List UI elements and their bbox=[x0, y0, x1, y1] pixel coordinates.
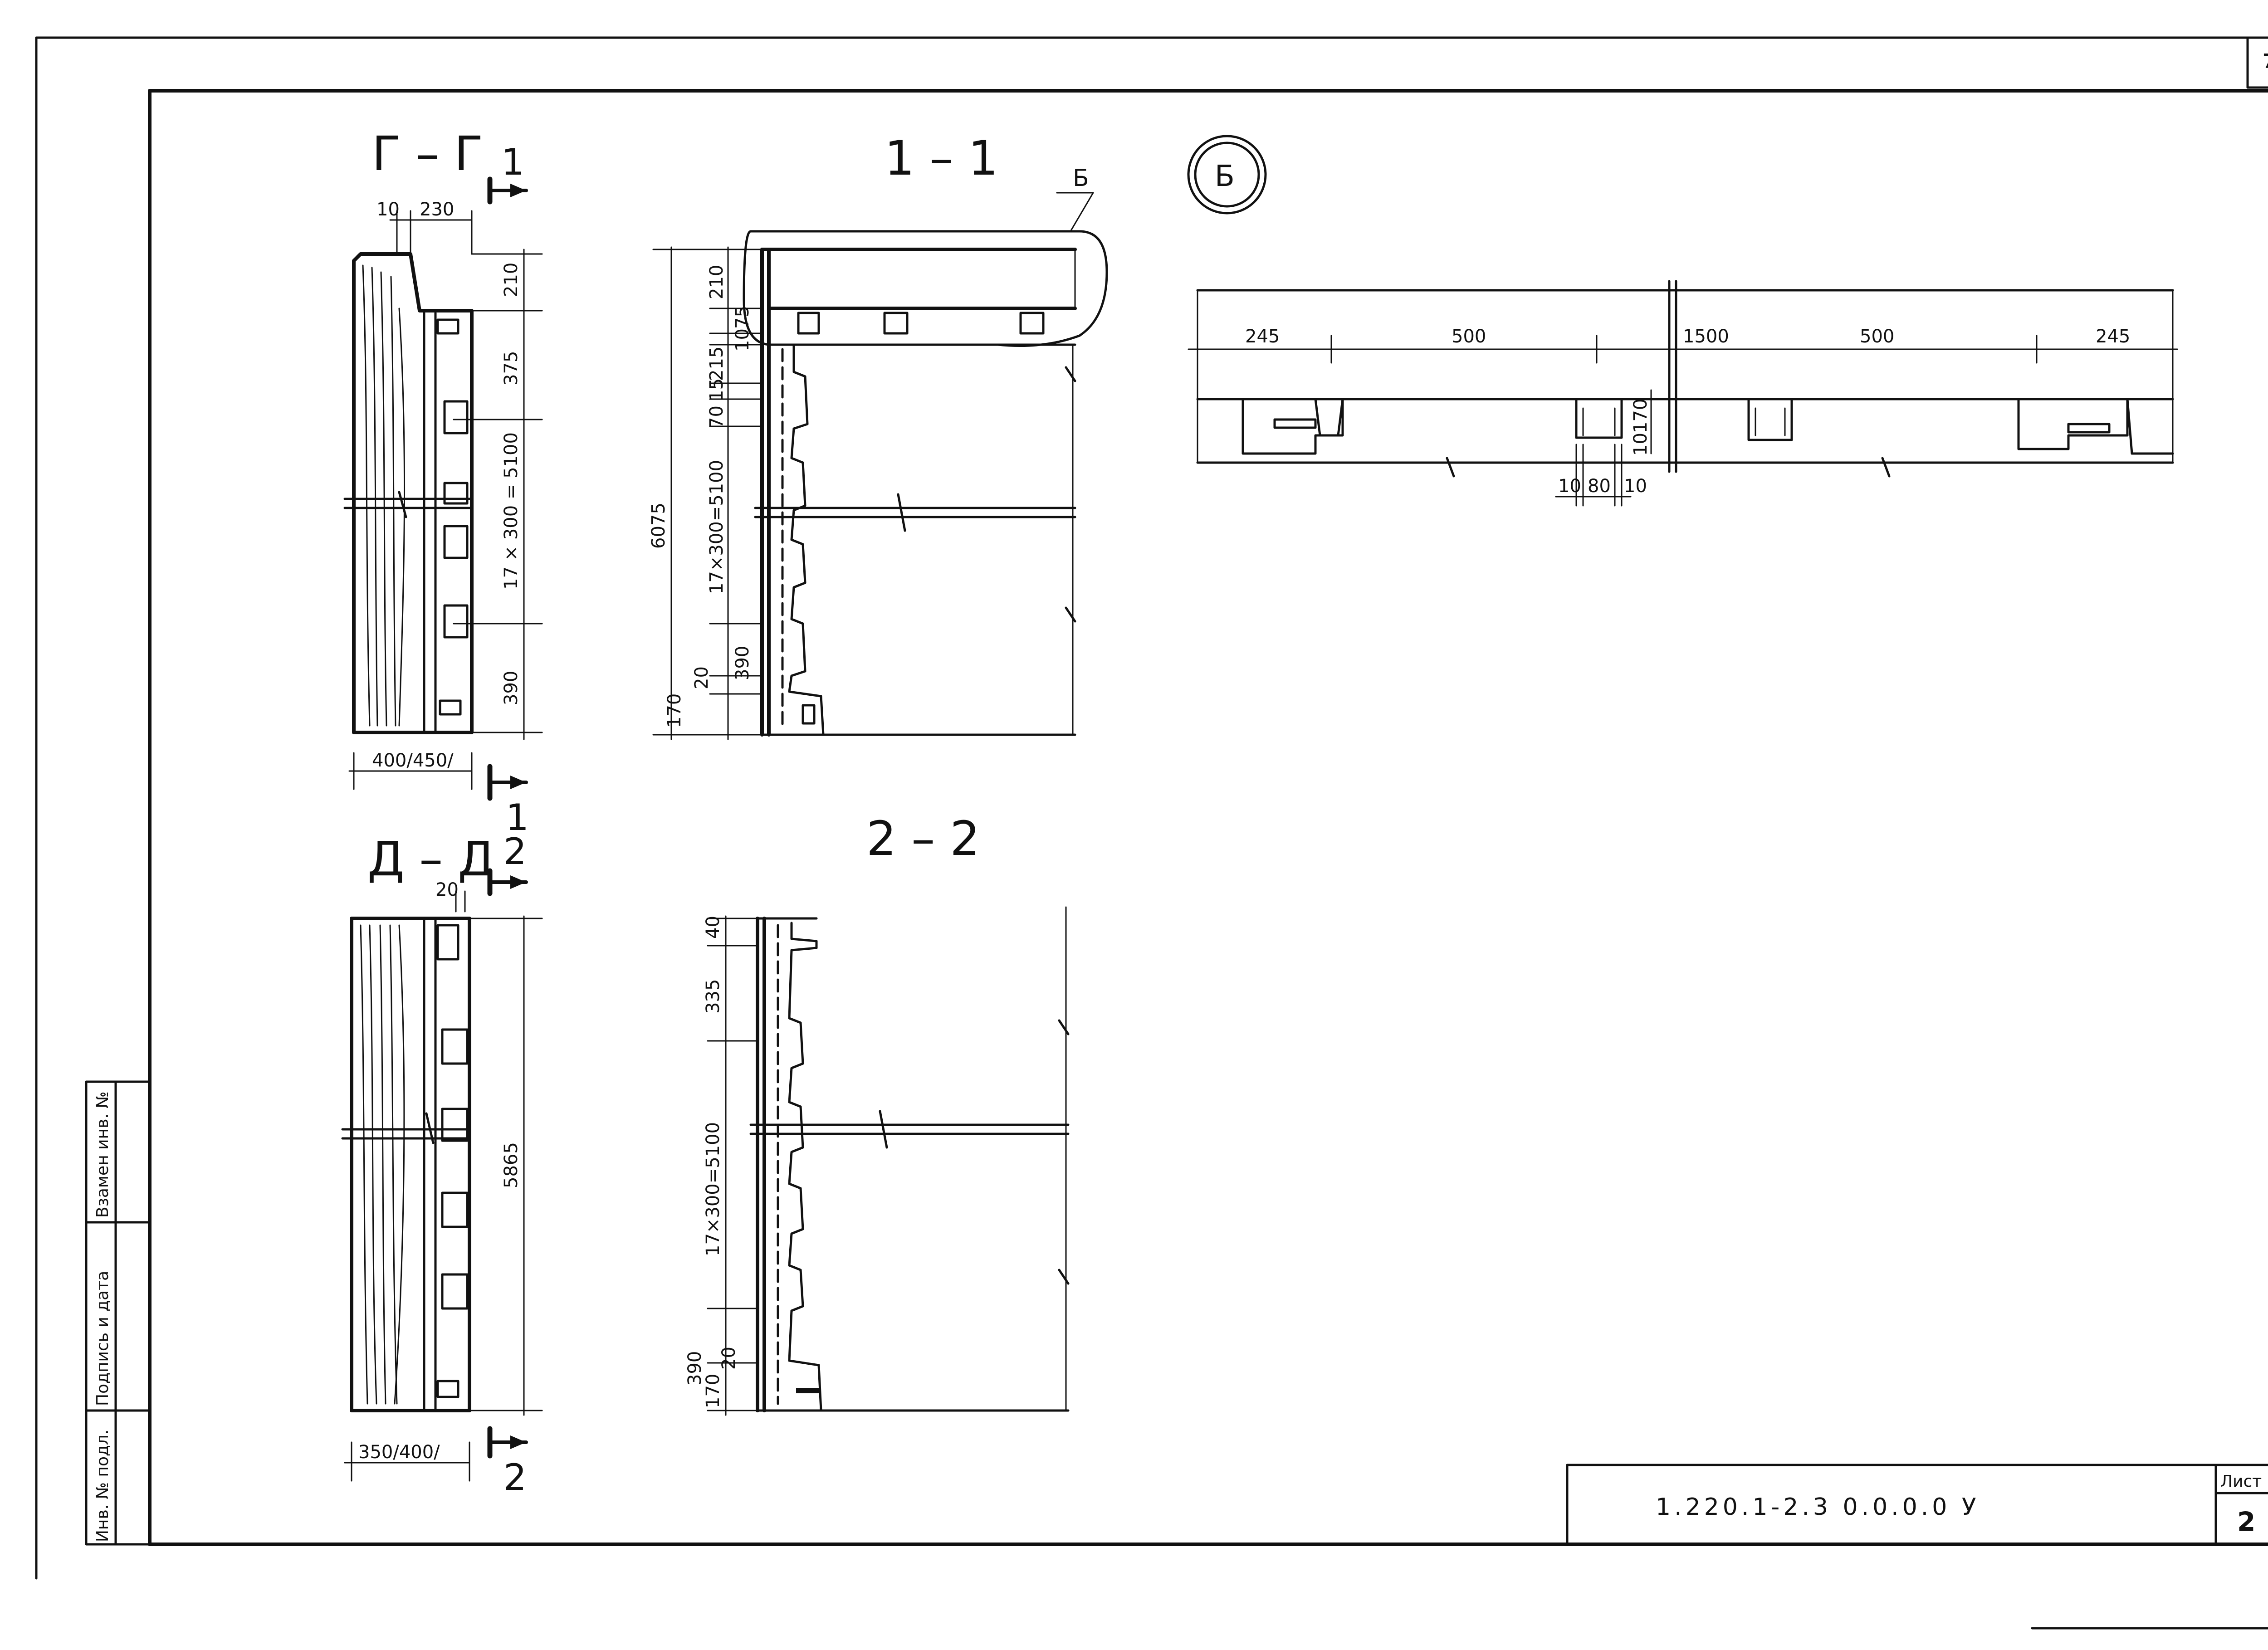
g-g-dim-mid: 17 × 300 = 5100 bbox=[501, 432, 522, 590]
s1-dim-mid: 17×300=5100 bbox=[706, 460, 727, 594]
d-d-dim-20: 20 bbox=[435, 879, 459, 900]
detail-b-dim-s80: 80 bbox=[1588, 476, 1611, 497]
detail-b-dim-v10: 10 bbox=[1630, 433, 1651, 456]
s2-dim-20: 20 bbox=[719, 1347, 739, 1370]
sheet-frame bbox=[35, 36, 2268, 1630]
detail-b-dim-245a: 245 bbox=[1245, 326, 1280, 347]
g-g-dim-375: 375 bbox=[501, 351, 522, 386]
stamp-vzamen-inv: Взамен инв. № bbox=[93, 1091, 112, 1218]
g-g-dim-390: 390 bbox=[501, 671, 522, 705]
drawing-code: 1.220.1-2.3 0.0.0.0 У bbox=[1656, 1494, 1980, 1521]
s1-dim-70: 70 bbox=[706, 405, 727, 429]
s2-dim-40: 40 bbox=[703, 916, 723, 939]
detail-b-dim-v170: 170 bbox=[1630, 399, 1651, 433]
g-g-cut-mark-bottom: 1 bbox=[506, 796, 529, 839]
g-g-dim-10: 10 bbox=[376, 199, 400, 220]
s1-dim-total: 6075 bbox=[648, 503, 669, 549]
detail-b-dim-500a: 500 bbox=[1452, 326, 1486, 347]
d-d-cut-mark-top: 2 bbox=[503, 830, 527, 873]
s1-dim-170: 170 bbox=[664, 693, 685, 728]
stamp-inv-podl: Инв. № подл. bbox=[93, 1430, 112, 1542]
page-number-box bbox=[2246, 36, 2268, 89]
section-1-1-title: 1 – 1 bbox=[885, 131, 998, 186]
s1-dim-215: 215 bbox=[706, 347, 727, 381]
sheet-number: 2 bbox=[2237, 1506, 2255, 1537]
view-g-g-title: Г – Г bbox=[372, 126, 483, 181]
detail-b-title: Б bbox=[1215, 160, 1235, 193]
view-g-g: Г – Г 1 10 230 bbox=[343, 126, 543, 839]
detail-b: Б 245 500 1500 500 245 bbox=[1187, 135, 2178, 507]
stamp-podpis-data: Подпись и дата bbox=[93, 1271, 112, 1406]
section-2-2-title: 2 – 2 bbox=[866, 811, 980, 866]
g-g-cut-mark-top: 1 bbox=[501, 141, 524, 183]
detail-b-dim-s10a: 10 bbox=[1558, 476, 1581, 497]
detail-b-dim-245b: 245 bbox=[2096, 326, 2130, 347]
g-g-dim-210: 210 bbox=[501, 263, 522, 297]
detail-b-dim-500b: 500 bbox=[1860, 326, 1894, 347]
s1-dim-390: 390 bbox=[732, 646, 753, 680]
detail-b-dim-1500: 1500 bbox=[1683, 326, 1729, 347]
detail-b-dim-s10b: 10 bbox=[1624, 476, 1647, 497]
s1-dim-75: 75 bbox=[732, 306, 753, 329]
g-g-dim-width: 400/450/ bbox=[372, 750, 454, 771]
s1-dim-10: 10 bbox=[732, 328, 753, 351]
section-2-2: 2 – 2 40 335 17×300=5100 390 20 170 bbox=[684, 811, 1070, 1416]
s2-dim-390: 390 bbox=[684, 1351, 705, 1386]
sheet-label: Лист bbox=[2220, 1472, 2262, 1491]
d-d-dim-width: 350/400/ bbox=[358, 1442, 440, 1463]
s2-dim-170: 170 bbox=[703, 1374, 723, 1408]
s1-dim-20: 20 bbox=[691, 666, 712, 689]
s2-dim-335: 335 bbox=[703, 979, 723, 1014]
section-1-1-callout: Б bbox=[1073, 165, 1089, 192]
view-d-d: Д – Д 2 20 5865 350/400/ bbox=[341, 830, 543, 1499]
g-g-dim-230: 230 bbox=[420, 199, 454, 220]
page-number: 76 bbox=[2263, 50, 2268, 73]
s1-dim-210: 210 bbox=[706, 265, 727, 299]
d-d-cut-mark-bottom: 2 bbox=[503, 1456, 527, 1499]
view-d-d-title: Д – Д bbox=[367, 831, 495, 887]
s1-dim-15: 15 bbox=[706, 378, 727, 401]
title-block bbox=[1566, 1464, 2268, 1546]
section-1-1: 1 – 1 Б 6075 bbox=[648, 131, 1108, 740]
left-stamp bbox=[85, 1080, 151, 1546]
d-d-dim-5865: 5865 bbox=[501, 1142, 522, 1188]
s2-dim-mid: 17×300=5100 bbox=[703, 1122, 723, 1256]
